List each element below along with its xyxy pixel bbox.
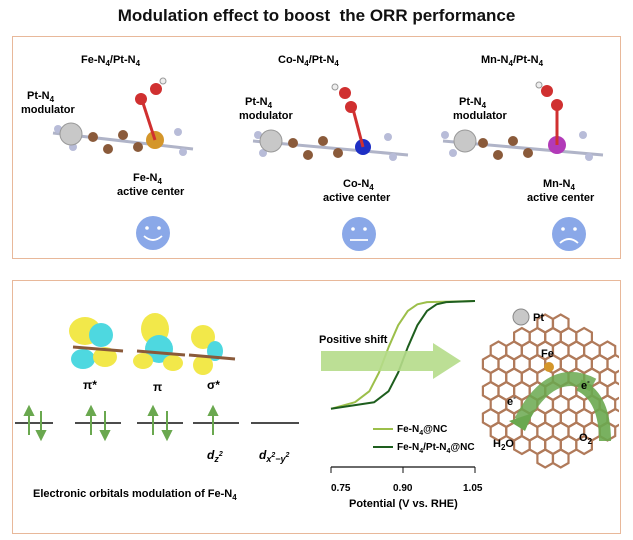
modulator-label-mn: Pt-N4 (459, 96, 487, 110)
orbital-pi-blob (133, 313, 186, 371)
chart-lines (330, 300, 476, 410)
top-panel: Fe-N4/Pt-N4 Pt-N4 modulator Fe-N4 active… (12, 36, 621, 259)
modulator-word-co: modulator (239, 110, 293, 122)
dz2-label: dz2 (207, 448, 223, 464)
x-axis-label: Potential (V vs. RHE) (349, 498, 458, 510)
neutral-face-icon (342, 217, 376, 251)
structure-title-mn: Mn-N4/Pt-N4 (481, 54, 544, 68)
lattice-hex (513, 434, 531, 456)
modulator-word-mn: modulator (453, 110, 507, 122)
sad-face-icon (552, 217, 586, 251)
orbital-pi-star-blob (69, 317, 124, 369)
lattice-hex (536, 448, 555, 469)
structure-title-co: Co-N4/Pt-N4 (278, 54, 339, 68)
modulator-label-fe: Pt-N4 (27, 90, 55, 104)
molecule-co (252, 83, 409, 161)
structure-fe: Fe-N4/Pt-N4 Pt-N4 modulator Fe-N4 active… (21, 54, 194, 250)
fe-atom (544, 362, 554, 372)
series-line-1 (330, 300, 476, 410)
center-label-co: Co-N4 (343, 178, 374, 192)
orbital-label-sigma-star: σ* (207, 378, 220, 392)
electron-arrows (23, 404, 219, 442)
dx2y2-label: dx2−y2 (259, 448, 290, 464)
bottom-panel: π* π σ* dz2 dx2−y2 Electronic orbitals m… (12, 280, 625, 534)
h2o-label: H2O (493, 438, 514, 452)
xtick-label-2: 1.05 (463, 483, 483, 494)
center-word-co: active center (323, 192, 391, 204)
happy-face-icon (136, 216, 170, 250)
lattice-illustration: Pt Fe e- e- H2O O2 (481, 308, 625, 469)
orbital-label-pi: π (153, 380, 162, 394)
legend-label-0: Fe-N4@NC (397, 424, 447, 437)
lsv-chart: 0.75 0.90 1.05 Potential (V vs. RHE) Pos… (319, 300, 483, 510)
structure-title-fe: Fe-N4/Pt-N4 (81, 54, 141, 68)
structure-mn: Mn-N4/Pt-N4 Pt-N4 modulator Mn-N4 active… (441, 54, 604, 251)
orbital-sigma-star-blob (188, 325, 236, 375)
bottom-svg: π* π σ* dz2 dx2−y2 Electronic orbitals m… (15, 300, 625, 510)
legend-label-1: Fe-N4/Pt-N4@NC (397, 442, 475, 455)
incoming-arc (576, 379, 611, 442)
lattice-hex (575, 434, 594, 456)
molecule-fe (52, 77, 194, 156)
arc-arrowhead-icon (509, 413, 533, 431)
xtick-label-1: 0.90 (393, 483, 413, 494)
figure-title: Modulation effect to boost the ORR perfo… (117, 6, 516, 25)
xtick-label-0: 0.75 (331, 483, 351, 494)
shift-arrow-icon (321, 343, 461, 379)
electron-label-2: e- (581, 377, 590, 392)
center-label-mn: Mn-N4 (543, 178, 576, 192)
modulator-word-fe: modulator (21, 104, 75, 116)
pt-atom (512, 308, 530, 326)
center-label-fe: Fe-N4 (133, 172, 162, 186)
lattice-hex (551, 448, 570, 469)
structures-svg: Fe-N4/Pt-N4 Pt-N4 modulator Fe-N4 active… (21, 54, 604, 251)
molecule-mn (441, 81, 604, 161)
electron-label-1: e- (507, 393, 516, 408)
series-line-0 (330, 300, 476, 410)
structure-co: Co-N4/Pt-N4 Pt-N4 modulator Co-N4 active… (239, 54, 409, 251)
pt-label: Pt (533, 312, 544, 324)
center-word-mn: active center (527, 192, 595, 204)
orbital-label-pi-star: π* (83, 378, 97, 392)
o2-label: O2 (579, 432, 593, 446)
positive-shift-annotation: Positive shift (319, 334, 388, 346)
orbital-caption: Electronic orbitals modulation of Fe-N4 (33, 488, 237, 502)
fe-label: Fe (541, 348, 554, 360)
modulator-label-co: Pt-N4 (245, 96, 273, 110)
x-ticks (330, 467, 476, 473)
center-word-fe: active center (117, 186, 185, 198)
